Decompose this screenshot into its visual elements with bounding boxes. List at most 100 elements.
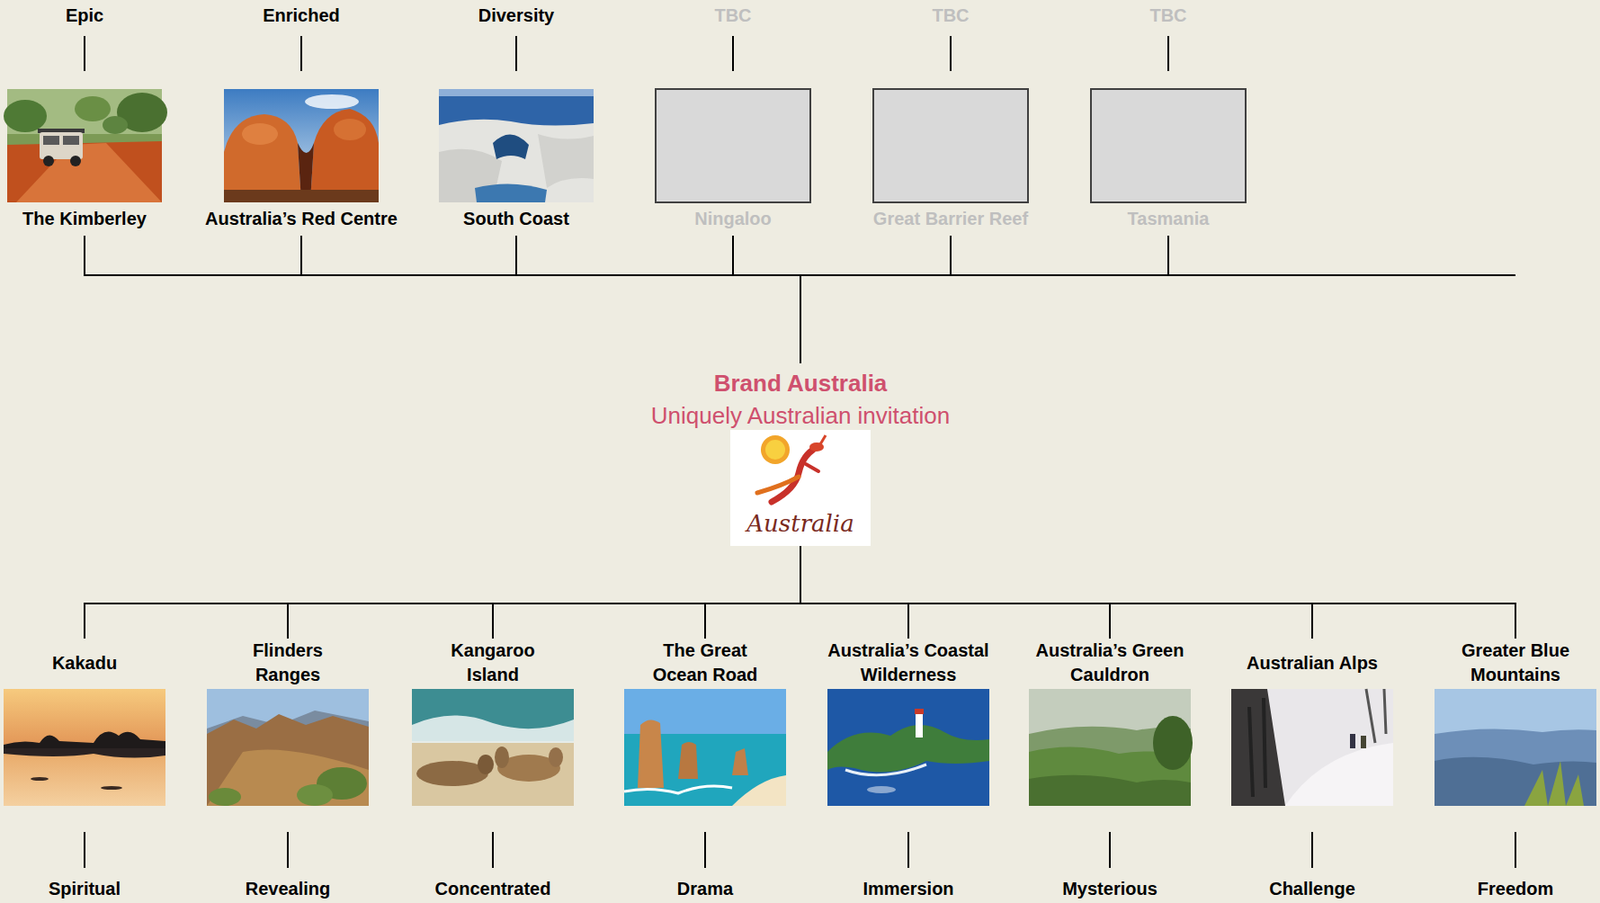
flinders-photo-part [208, 787, 242, 806]
australia-logo-part [730, 429, 871, 546]
red-centre-photo-part [304, 94, 359, 109]
great-ocean-road-photo-part [678, 741, 698, 779]
great-ocean-road-photo-part [624, 786, 733, 794]
leader-line-part [515, 35, 518, 72]
attribute-word: TBC [643, 1, 823, 29]
kimberley-photo-part [43, 155, 54, 167]
tree-connector [800, 545, 1110, 639]
australia-logo-part [771, 449, 814, 502]
coastal-wilderness-photo-part [915, 712, 923, 738]
destination-node: Australia’s Coastal WildernessImmersion [813, 638, 1003, 902]
coastal-wilderness-photo-part [827, 724, 990, 773]
kimberley-photo-part [62, 135, 80, 145]
attribute-word: Mysterious [1015, 876, 1205, 901]
red-centre-photo-part [310, 108, 379, 203]
tree-connector [800, 545, 1516, 639]
australia-logo [730, 429, 871, 546]
brand-tagline: Uniquely Australian invitation [620, 401, 981, 430]
tree-connector [516, 235, 801, 364]
leader-line-part [83, 831, 86, 868]
destination-name: Ningaloo [643, 205, 823, 233]
kakadu-photo-part [3, 732, 166, 750]
kakadu-photo [3, 688, 166, 806]
flinders-photo [206, 688, 369, 806]
australian-alps-photo-part [1285, 742, 1394, 806]
great-ocean-road-photo [624, 688, 787, 806]
destination-node: TBC Ningaloo [643, 0, 823, 236]
tree-connector [800, 545, 1313, 639]
kakadu-photo-part [3, 748, 166, 806]
kangaroo-island-photo-part [494, 746, 510, 769]
australian-alps-photo-part [1349, 733, 1356, 749]
leader-line-part [1168, 274, 1516, 277]
kimberley-photo-part [102, 116, 128, 135]
destination-node: Australian AlpsChallenge [1217, 638, 1407, 902]
green-cauldron-photo [1028, 688, 1193, 806]
destination-node: EpicThe Kimberley [3, 0, 166, 236]
attribute-word: Diversity [435, 1, 598, 29]
flinders-photo-part [206, 688, 369, 806]
attribute-word: TBC [860, 1, 1041, 29]
leader-line-part [1167, 35, 1170, 72]
flinders-photo-part [206, 714, 369, 806]
leader-line-part [491, 831, 494, 868]
destination-name: Kangaroo Island [438, 638, 547, 688]
blue-mountains-photo-part [1434, 728, 1597, 806]
coastal-wilderness-photo-part [867, 786, 896, 794]
destination-name: Australia’s Red Centre [195, 205, 408, 233]
australia-logo-part [765, 439, 786, 460]
leader-line-part [300, 35, 303, 72]
red-centre-photo-part [241, 123, 278, 145]
kimberley-photo-part [3, 99, 47, 133]
flinders-photo-part [206, 750, 369, 807]
attribute-word: Enriched [195, 1, 408, 29]
attribute-word: Challenge [1217, 876, 1407, 901]
blue-mountains-photo [1434, 688, 1597, 806]
destination-node: KakaduSpiritual [3, 638, 166, 902]
tree-connector [84, 235, 801, 364]
attribute-word: Immersion [813, 876, 1003, 901]
leader-line-part [1311, 831, 1314, 868]
green-cauldron-photo-part [1028, 775, 1191, 806]
south-coast-photo [438, 89, 594, 203]
kangaroo-island-photo-part [411, 715, 574, 743]
kangaroo-island-photo-part [477, 754, 494, 775]
attribute-word: TBC [1078, 1, 1259, 29]
australian-alps-photo [1231, 688, 1394, 806]
destination-name: South Coast [435, 205, 598, 233]
great-ocean-road-photo-part [624, 688, 787, 806]
destination-name: Flinders Ranges [233, 638, 342, 688]
destination-name: Greater Blue Mountains [1448, 638, 1583, 688]
great-ocean-road-photo-part [732, 748, 749, 776]
flinders-photo-part [296, 784, 333, 806]
south-coast-photo-part [492, 134, 529, 160]
tree-connector [800, 545, 909, 639]
kimberley-photo-part [43, 135, 60, 145]
red-centre-photo-part [223, 114, 302, 203]
kangaroo-island-photo-part [416, 760, 489, 787]
kakadu-photo-part [100, 786, 123, 790]
kimberley-photo-part [7, 141, 162, 203]
australia-logo-part [820, 435, 826, 445]
attribute-word: Freedom [1434, 876, 1597, 901]
kimberley-photo-part [39, 132, 83, 160]
south-coast-photo-part [438, 89, 594, 203]
brand-title: Brand Australia [620, 368, 981, 398]
kakadu-photo-part [3, 748, 166, 759]
leader-line-part [907, 831, 910, 868]
australian-alps-photo-part [1249, 697, 1266, 797]
kimberley-photo [3, 89, 168, 203]
kakadu-photo-part [3, 688, 166, 806]
placeholder-box-part [873, 89, 1028, 203]
tree-connector [705, 545, 801, 639]
red-centre-photo-part [333, 118, 367, 141]
australia-logo-part [760, 435, 790, 465]
kakadu-photo-part [30, 777, 49, 781]
attribute-word: Drama [610, 876, 800, 901]
kangaroo-island-photo-part [548, 747, 564, 768]
leader-line-part [732, 35, 734, 72]
green-cauldron-photo-part [1153, 715, 1193, 770]
leader-line-part [949, 35, 952, 72]
destination-name: The Great Ocean Road [646, 638, 764, 688]
kimberley-photo-part [70, 155, 81, 167]
